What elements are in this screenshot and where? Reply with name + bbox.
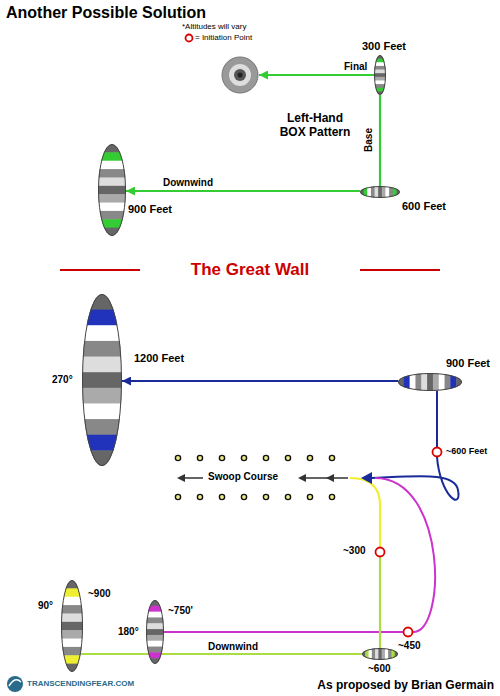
canopy-shape	[98, 144, 126, 236]
altitude-label: ~600	[368, 663, 391, 675]
note-label: Left-Hand BOX Pattern	[273, 112, 357, 140]
canopy-shape	[61, 580, 83, 672]
canopy-shape	[374, 55, 386, 95]
flight-leg	[126, 190, 360, 192]
canopy: ~600	[362, 648, 398, 660]
caption: As proposed by Brian Germain	[317, 679, 494, 693]
altitude-label: 300 Feet	[362, 40, 406, 53]
canopy: 900 Feet	[398, 373, 462, 391]
altitude-label: 270°	[52, 374, 73, 386]
canopy: 600 Feet	[360, 186, 400, 198]
flight-leg	[122, 380, 398, 382]
arrow-head	[177, 474, 185, 482]
turn-path	[371, 391, 458, 500]
note-label: ~300	[343, 545, 366, 557]
canopy-shape	[398, 373, 462, 391]
note-label: *Altitudes will vary	[182, 22, 246, 31]
leg-label: Base	[363, 128, 375, 152]
arrow-head	[326, 474, 334, 482]
arrow-head	[361, 472, 372, 484]
altitude-label: 180°	[118, 626, 139, 638]
altitude-label: ~750'	[168, 605, 193, 617]
turn-path	[164, 478, 435, 632]
canopy: 900 Feet	[98, 144, 126, 236]
canopy: 300 Feet	[374, 55, 386, 95]
leg-label: Downwind	[208, 641, 258, 653]
note-label: Final	[344, 61, 367, 73]
arrow-head	[298, 474, 306, 482]
canopy-shape	[146, 600, 164, 664]
canopy-shape	[362, 648, 398, 660]
canopy-shape	[360, 186, 400, 198]
altitude-label: 1200 Feet	[134, 352, 184, 365]
title: Another Possible Solution	[6, 4, 206, 22]
note-label: Swoop Course	[206, 471, 280, 483]
canopy: 270°1200 Feet	[82, 294, 122, 466]
landing-target	[222, 57, 258, 93]
flight-leg	[81, 653, 362, 655]
flight-leg	[379, 95, 381, 186]
note-label: ~600 Feet	[446, 446, 487, 456]
leg-label: Downwind	[163, 177, 213, 189]
legend-text: = Initiation Point	[195, 33, 252, 42]
altitude-label: 90°	[38, 600, 53, 612]
final-leg	[259, 74, 374, 76]
logo-icon	[7, 676, 23, 692]
altitude-label: 900 Feet	[446, 357, 490, 370]
initiation-point	[186, 35, 442, 637]
altitude-label: 600 Feet	[402, 200, 446, 213]
note-label: TRANSCENDINGFEAR.COM	[27, 679, 134, 688]
base-leg	[379, 557, 381, 648]
note-label: The Great Wall	[191, 260, 309, 280]
canopy-shape	[82, 294, 122, 466]
swoop-gates	[175, 455, 334, 499]
altitude-label: 900 Feet	[128, 203, 172, 216]
canopy: 180°~750'	[146, 600, 164, 664]
note-label: ~450	[398, 640, 421, 652]
canopy: 90°~900	[61, 580, 83, 672]
turn-path	[350, 478, 380, 547]
altitude-label: ~900	[88, 588, 111, 600]
